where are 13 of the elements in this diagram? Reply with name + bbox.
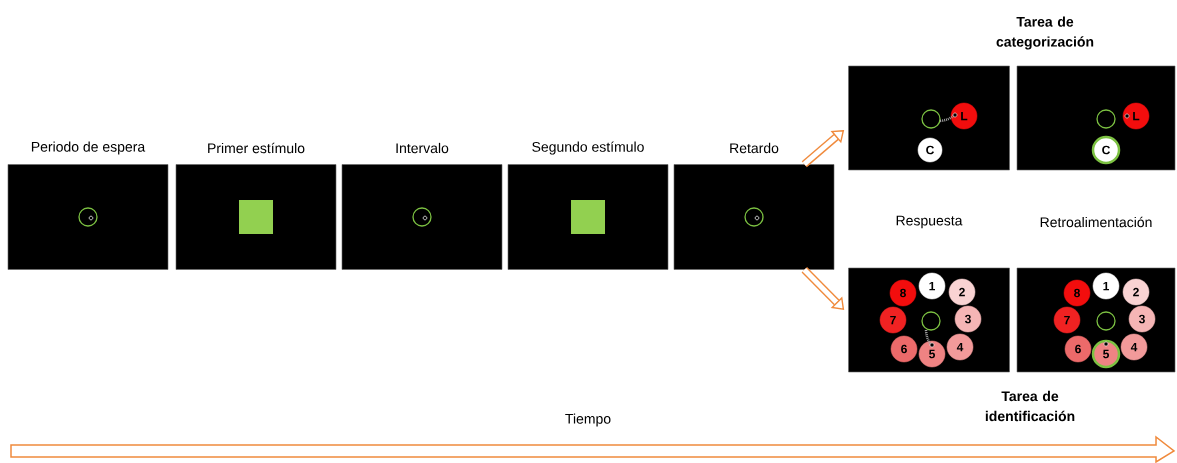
task-title: Tarea de identificación	[985, 390, 1075, 422]
task-title: Tarea de categorización	[996, 16, 1094, 50]
screen-caption: Retroalimentación	[1040, 216, 1152, 228]
axis-label: Tiempo	[565, 413, 611, 427]
screen-caption: Segundo estímulo	[532, 141, 644, 155]
block-arrow	[801, 267, 845, 310]
screen-caption: Periodo de espera	[31, 141, 146, 155]
screen-caption: Retardo	[730, 142, 779, 154]
screen-caption: Primer estímulo	[208, 142, 305, 154]
screen	[848, 65, 1010, 171]
screen-caption: Intervalo	[396, 142, 449, 154]
screen	[1016, 65, 1176, 171]
screen-caption: Respuesta	[896, 215, 963, 229]
